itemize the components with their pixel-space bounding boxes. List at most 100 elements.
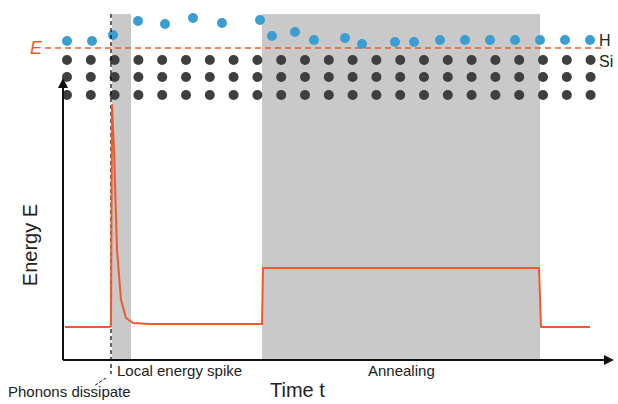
- si-atom: [133, 90, 143, 100]
- si-atom: [300, 90, 310, 100]
- h-atom: [160, 19, 170, 29]
- si-atom: [86, 90, 96, 100]
- anneal-band: [262, 14, 540, 360]
- si-atom: [371, 72, 381, 82]
- si-atom: [395, 55, 405, 65]
- si-atom: [181, 90, 191, 100]
- phase-label: Annealing: [368, 363, 435, 378]
- si-atom: [490, 90, 500, 100]
- si-atom: [157, 90, 167, 100]
- atom-label: H: [599, 33, 611, 49]
- h-atom: [435, 35, 445, 45]
- si-atom: [443, 55, 453, 65]
- h-atom: [87, 36, 97, 46]
- si-atom: [324, 90, 334, 100]
- h-atom: [255, 15, 265, 25]
- h-atom: [535, 35, 545, 45]
- phase-label: Local energy spike: [117, 363, 242, 378]
- si-atom: [133, 55, 143, 65]
- h-atom: [390, 37, 400, 47]
- si-atom: [490, 55, 500, 65]
- si-atom: [467, 55, 477, 65]
- si-atom: [562, 90, 572, 100]
- si-atom: [252, 55, 262, 65]
- si-atom: [252, 90, 262, 100]
- si-atom: [514, 72, 524, 82]
- energy-curve: [65, 105, 590, 327]
- si-atom: [276, 72, 286, 82]
- si-atom: [133, 72, 143, 82]
- si-atom: [62, 55, 72, 65]
- h-atom: [460, 35, 470, 45]
- si-atom: [538, 90, 548, 100]
- si-atom: [586, 55, 596, 65]
- si-atom: [467, 90, 477, 100]
- h-atom: [560, 35, 570, 45]
- si-atom: [252, 72, 262, 82]
- h-atom: [290, 27, 300, 37]
- si-atom: [586, 90, 596, 100]
- energy-level-label: E: [30, 39, 42, 57]
- si-atom: [490, 72, 500, 82]
- si-atom: [419, 72, 429, 82]
- si-atom: [157, 72, 167, 82]
- si-atom: [300, 72, 310, 82]
- si-atom: [229, 55, 239, 65]
- h-atom: [133, 16, 143, 26]
- si-atom: [229, 90, 239, 100]
- si-atom: [86, 72, 96, 82]
- si-atom: [276, 55, 286, 65]
- si-atom: [538, 72, 548, 82]
- h-atom: [585, 35, 595, 45]
- si-atom: [324, 72, 334, 82]
- si-atom: [395, 72, 405, 82]
- si-atom: [348, 72, 358, 82]
- y-axis: [62, 80, 64, 360]
- h-atom: [510, 35, 520, 45]
- si-atom: [395, 90, 405, 100]
- si-atom: [205, 72, 215, 82]
- axis-title: Energy E: [20, 204, 40, 286]
- si-atom: [467, 72, 477, 82]
- atom-label: Si: [599, 54, 613, 70]
- h-atom: [108, 30, 118, 40]
- h-atoms: [62, 13, 595, 49]
- si-atom: [562, 72, 572, 82]
- si-atom: [419, 90, 429, 100]
- si-atom: [181, 55, 191, 65]
- si-atom: [300, 55, 310, 65]
- si-atom: [586, 72, 596, 82]
- si-atom: [205, 90, 215, 100]
- si-atom: [181, 72, 191, 82]
- h-atom: [217, 18, 227, 28]
- h-atom: [309, 35, 319, 45]
- si-atom: [371, 55, 381, 65]
- si-atom: [348, 55, 358, 65]
- si-atom: [371, 90, 381, 100]
- si-atom: [229, 72, 239, 82]
- si-atom: [443, 72, 453, 82]
- si-atom: [86, 55, 96, 65]
- h-atom: [62, 36, 72, 46]
- si-atom: [205, 55, 215, 65]
- si-atoms: [62, 55, 596, 100]
- si-atom: [419, 55, 429, 65]
- axis-title: Time t: [270, 380, 325, 400]
- h-atom: [188, 13, 198, 23]
- si-atom: [562, 55, 572, 65]
- si-atom: [276, 90, 286, 100]
- si-atom: [514, 55, 524, 65]
- h-atom: [340, 33, 350, 43]
- si-atom: [157, 55, 167, 65]
- si-atom: [443, 90, 453, 100]
- si-atom: [324, 55, 334, 65]
- h-atom: [485, 35, 495, 45]
- h-atom: [357, 39, 367, 49]
- si-atom: [348, 90, 358, 100]
- si-atom: [538, 55, 548, 65]
- event-label: Phonons dissipate: [8, 384, 131, 399]
- h-atom: [267, 31, 277, 41]
- h-atom: [409, 37, 419, 47]
- energy-level-line: [45, 47, 604, 49]
